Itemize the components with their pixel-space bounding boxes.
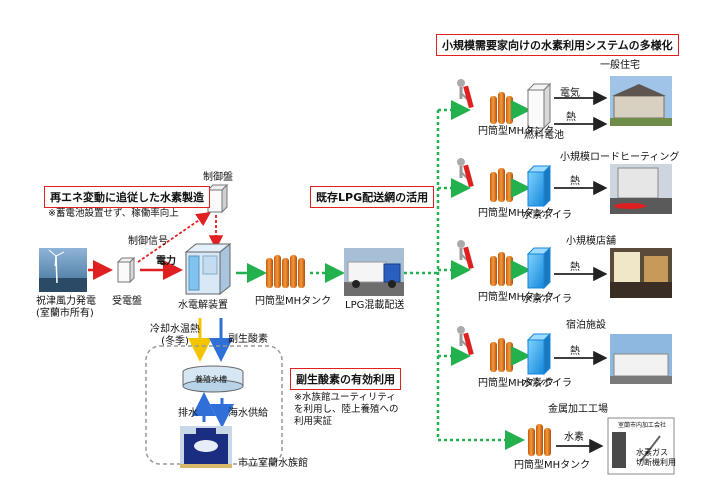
power-label: 電力 (156, 256, 176, 267)
mh-tank-branch-5 (528, 424, 551, 456)
lodging-label: 宿泊施設 (566, 320, 606, 331)
boiler-label-2: 水素ボイラ (522, 294, 572, 305)
mh-tank-label-3: 円筒型MHタンク (478, 292, 555, 303)
control-panel-label: 制御盤 (203, 172, 233, 183)
mh-tank-main-label: 円筒型MHタンク (255, 296, 332, 307)
mh-tank-branch-4 (490, 338, 513, 372)
shop-photo (610, 248, 672, 298)
hand-truck-icon-3 (457, 240, 474, 270)
mh-tank-label-4: 円筒型MHタンク (478, 378, 555, 389)
aquaculture-tank-icon (182, 365, 244, 393)
control-signal-label: 制御信号 (128, 236, 168, 247)
fuel-cell-icon (526, 82, 552, 130)
hand-truck-icon-2 (457, 158, 474, 188)
boiler-icon-2 (526, 246, 552, 290)
heat-label-1: 熱 (566, 112, 576, 123)
control-signal-arrow (137, 211, 211, 263)
mh-tank-branch-1 (490, 92, 513, 124)
wind-label: 祝津風力発電 (室蘭市所有) (36, 296, 96, 319)
heat-label-2: 熱 (570, 176, 580, 187)
hand-truck-icon-4 (457, 326, 474, 356)
electricity-label: 電気 (560, 88, 580, 99)
boiler-label-3: 水素ボイラ (522, 378, 572, 389)
oxygen-label: 副生酸素 (228, 334, 268, 345)
shop-label: 小規模店舗 (566, 236, 616, 247)
substation-label: 受電盤 (112, 296, 142, 307)
lpg-truck-photo (344, 248, 404, 296)
seawater-label: 海水供給 (228, 408, 268, 419)
cutting-photo-caption-top: 室蘭市内加工会社 (618, 422, 667, 429)
cutting-machine-photo (607, 417, 675, 475)
control-panel-icon (206, 183, 229, 214)
mh-tank-label-1: 円筒型MHタンク (478, 126, 555, 137)
electrolyzer-icon (184, 242, 232, 296)
diversify-header: 小規模需要家向けの水素利用システムの多様化 (436, 34, 679, 56)
heat-label-3: 熱 (570, 262, 580, 273)
boiler-icon-3 (526, 332, 552, 376)
road-heating-label: 小規模ロードヒーティング (560, 152, 680, 163)
hand-truck-icon-1 (457, 79, 474, 109)
fuel-cell-label: 燃料電池 (524, 130, 564, 141)
metal-factory-label: 金属加工工場 (548, 404, 608, 415)
mh-tank-label-2: 円筒型MHタンク (478, 208, 555, 219)
aquarium-label: 市立室蘭水族館 (238, 458, 308, 469)
cutting-photo-caption: 水素ガス 切断機利用 (636, 448, 676, 467)
house-photo (610, 76, 672, 126)
renewable-header: 再エネ変動に追従した水素製造 (44, 186, 210, 208)
aquarium-photo (180, 426, 232, 468)
drain-label: 排水 (178, 408, 198, 419)
mh-tank-branch-2 (490, 168, 513, 202)
battery-note: ※蓄電池設置せず、稼働率向上 (48, 208, 179, 219)
aquaculture-tank-label: 養殖水槽 (195, 375, 227, 384)
hydrogen-label: 水素 (564, 432, 584, 443)
lpg-delivery-label: LPG混載配送 (345, 300, 405, 311)
lodging-photo (610, 334, 672, 384)
house-label: 一般住宅 (600, 60, 640, 71)
mh-tank-label-5: 円筒型MHタンク (514, 460, 591, 471)
mh-tank-branch-3 (490, 252, 513, 286)
wind-turbine-photo (39, 248, 87, 292)
electrolyzer-label: 水電解装置 (178, 300, 228, 311)
road-heating-photo (610, 164, 672, 214)
boiler-label-1: 水素ボイラ (522, 210, 572, 221)
cooling-water-label: 冷却水温熱 (冬季) (150, 324, 200, 347)
boiler-icon-1 (526, 164, 552, 208)
aquarium-note: ※水族館ユーティリティを利用し、陸上養殖への利用実証 (294, 392, 399, 427)
heat-label-4: 熱 (570, 346, 580, 357)
mh-tank-main-icon (266, 255, 305, 288)
substation-icon (116, 256, 136, 284)
byproduct-header: 副生酸素の有効利用 (290, 368, 401, 390)
lpg-header: 既存LPG配送網の活用 (310, 186, 435, 208)
